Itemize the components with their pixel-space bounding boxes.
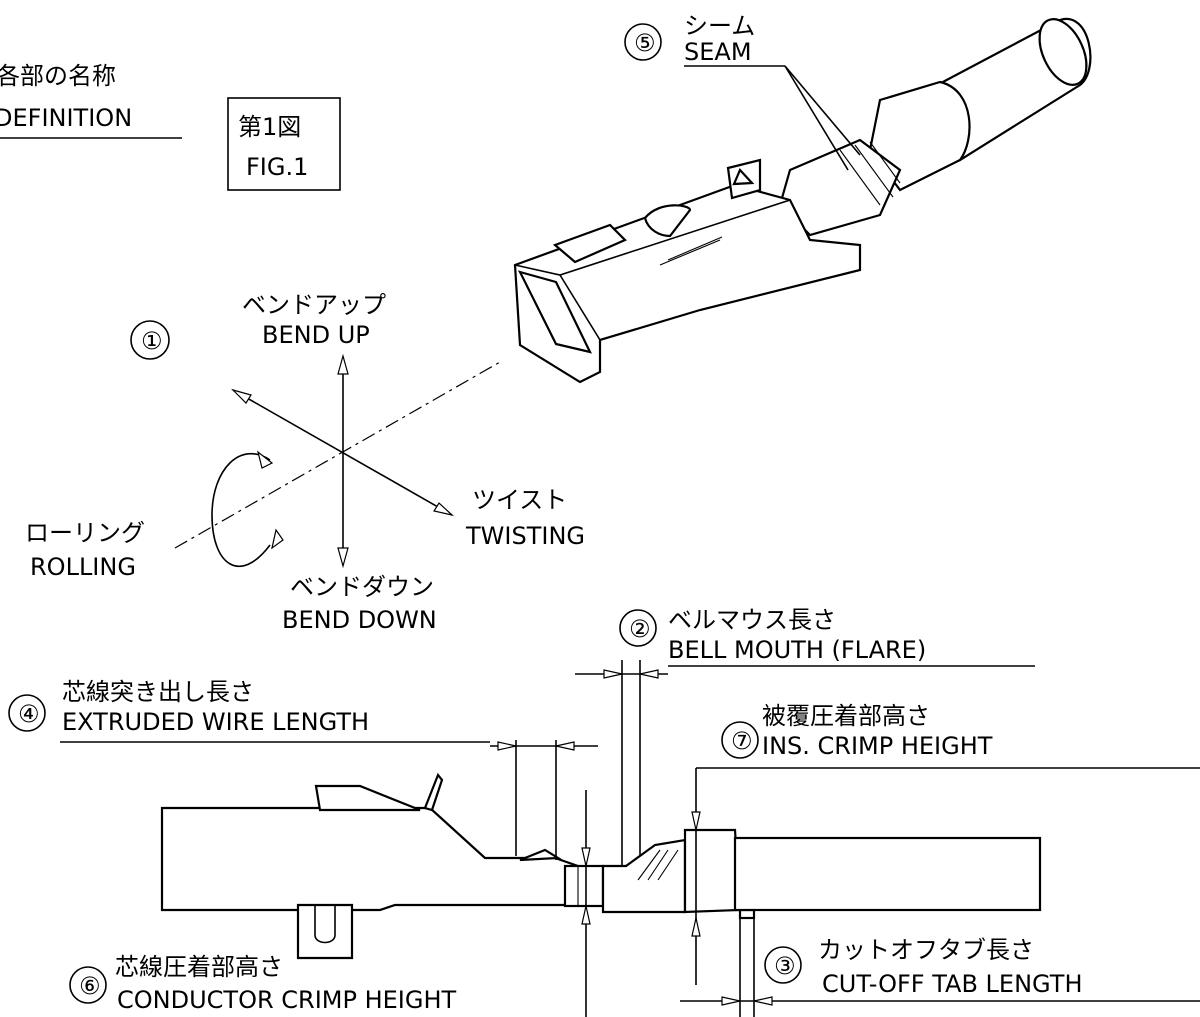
- twist-arrowhead-back: [230, 388, 252, 404]
- conductor-jp: 芯線圧着部高さ: [115, 953, 283, 981]
- conductor-number: ⑥: [79, 972, 101, 1000]
- header: 各部の名称 DEFINITION: [0, 62, 182, 139]
- seam-number: ⑤: [634, 29, 656, 57]
- figure-box-frame: [227, 97, 341, 191]
- conductor-number-circle: [69, 966, 107, 1004]
- extruded-arrow-1: [497, 741, 517, 751]
- side-wire: [733, 836, 1042, 912]
- figure-box: 第1図 FIG.1: [227, 97, 341, 191]
- twisting-jp: ツイスト: [472, 486, 567, 514]
- extruded-jp: 芯線突き出し長さ: [62, 678, 254, 706]
- side-wire-tip: [519, 848, 562, 862]
- header-title-jp: 各部の名称: [0, 62, 116, 90]
- conductor-arrow-bottom: [581, 905, 591, 925]
- extruded-number: ④: [18, 700, 40, 728]
- bell-mouth-en: BELL MOUTH (FLARE): [668, 636, 926, 664]
- side-view-terminal: [160, 772, 1042, 960]
- triangle-mark: [732, 168, 755, 186]
- label-seam: ⑤ シーム SEAM: [624, 12, 861, 171]
- bell-mouth-arrow-1: [603, 669, 623, 679]
- side-transition: [601, 838, 687, 914]
- side-insulation-crimp: [683, 828, 742, 914]
- side-stop: [296, 903, 354, 960]
- axes-diagram: ① ベンドアップ BEND UP ベンドダウン BEND DOWN ツイスト T…: [25, 291, 585, 634]
- header-title-en: DEFINITION: [0, 104, 132, 132]
- side-lance: [314, 784, 421, 812]
- crimp-ridges: [839, 141, 901, 206]
- body-front-opening: [517, 270, 593, 354]
- side-tab: [423, 772, 444, 812]
- wire-end: [1038, 18, 1088, 86]
- bell-mark: [643, 204, 692, 238]
- ins-crimp-en: INS. CRIMP HEIGHT: [762, 732, 993, 760]
- ins-crimp-arrow-top: [691, 811, 701, 831]
- bend-down-en: BEND DOWN: [282, 606, 437, 634]
- rolling-jp: ローリング: [25, 519, 145, 547]
- seam-jp: シーム: [684, 12, 755, 40]
- extruded-arrow-2: [555, 741, 575, 751]
- lance: [552, 223, 627, 264]
- cutoff-arrow-2: [753, 996, 773, 1006]
- extruded-number-circle: [8, 694, 46, 732]
- cutoff-number-circle: [764, 946, 802, 984]
- bell-mouth-number: ②: [629, 615, 651, 643]
- side-cutoff-tab: [738, 908, 756, 920]
- bell-mouth-jp: ベルマウス長さ: [668, 606, 836, 634]
- bend-down-jp: ベンドダウン: [290, 573, 434, 601]
- body-front-edge: [559, 274, 601, 341]
- rolling-arrowhead-top: [256, 450, 274, 469]
- cutoff-number: ③: [774, 952, 796, 980]
- label-extruded-wire: ④ 芯線突き出し長さ EXTRUDED WIRE LENGTH: [8, 678, 598, 860]
- conductor-arrow-top: [581, 847, 591, 867]
- ins-crimp-arrow-bottom: [691, 917, 701, 937]
- figure-box-en: FIG.1: [246, 153, 308, 181]
- side-stop-slot: [314, 905, 336, 944]
- bend-up-arrowhead: [337, 353, 349, 375]
- label-ins-crimp: ⑦ 被覆圧着部高さ INS. CRIMP HEIGHT: [691, 702, 1200, 985]
- bell-mouth-number-circle: [619, 609, 657, 647]
- cutoff-arrow-1: [721, 996, 741, 1006]
- label-bell-mouth: ② ベルマウス長さ BELL MOUTH (FLARE): [575, 606, 1035, 866]
- twisting-en: TWISTING: [465, 522, 585, 550]
- rolling-axis-line: [174, 361, 501, 549]
- ins-crimp-number-circle: [721, 721, 759, 759]
- rolling-en: ROLLING: [30, 553, 136, 581]
- insulation-crimp: [868, 80, 971, 192]
- seam-leader-2: [784, 65, 849, 171]
- isometric-terminal: [513, 17, 1092, 384]
- bell-mouth-arrow-2: [639, 669, 659, 679]
- label-cutoff-tab: ③ カットオフタブ長さ CUT-OFF TAB LENGTH: [680, 915, 1200, 1017]
- seam-number-circle: [624, 23, 662, 61]
- extruded-en: EXTRUDED WIRE LENGTH: [62, 708, 369, 736]
- bend-up-en: BEND UP: [262, 321, 370, 349]
- cutoff-jp: カットオフタブ長さ: [818, 936, 1034, 964]
- side-conductor-crimp: [563, 864, 605, 908]
- rolling-arc: [211, 453, 271, 567]
- ins-crimp-number: ⑦: [731, 727, 753, 755]
- side-strands: [637, 849, 679, 881]
- seam-leader-1: [784, 65, 861, 156]
- figure-box-jp: 第1図: [238, 113, 301, 141]
- axes-number-circle: [130, 320, 170, 360]
- body-line-1: [659, 239, 721, 266]
- seam-en: SEAM: [684, 38, 752, 66]
- cutoff-en: CUT-OFF TAB LENGTH: [822, 970, 1082, 998]
- label-conductor-crimp: ⑥ 芯線圧着部高さ CONDUCTOR CRIMP HEIGHT: [69, 790, 591, 1017]
- conductor-en: CONDUCTOR CRIMP HEIGHT: [117, 986, 457, 1014]
- bend-up-jp: ベンドアップ: [242, 291, 386, 319]
- twist-arrowhead-front: [433, 502, 455, 517]
- rolling-arrowhead-bottom: [271, 528, 284, 550]
- bend-down-arrowhead: [337, 547, 349, 569]
- body-line-2: [667, 236, 723, 261]
- axes-number: ①: [141, 327, 163, 355]
- ins-crimp-jp: 被覆圧着部高さ: [762, 702, 930, 730]
